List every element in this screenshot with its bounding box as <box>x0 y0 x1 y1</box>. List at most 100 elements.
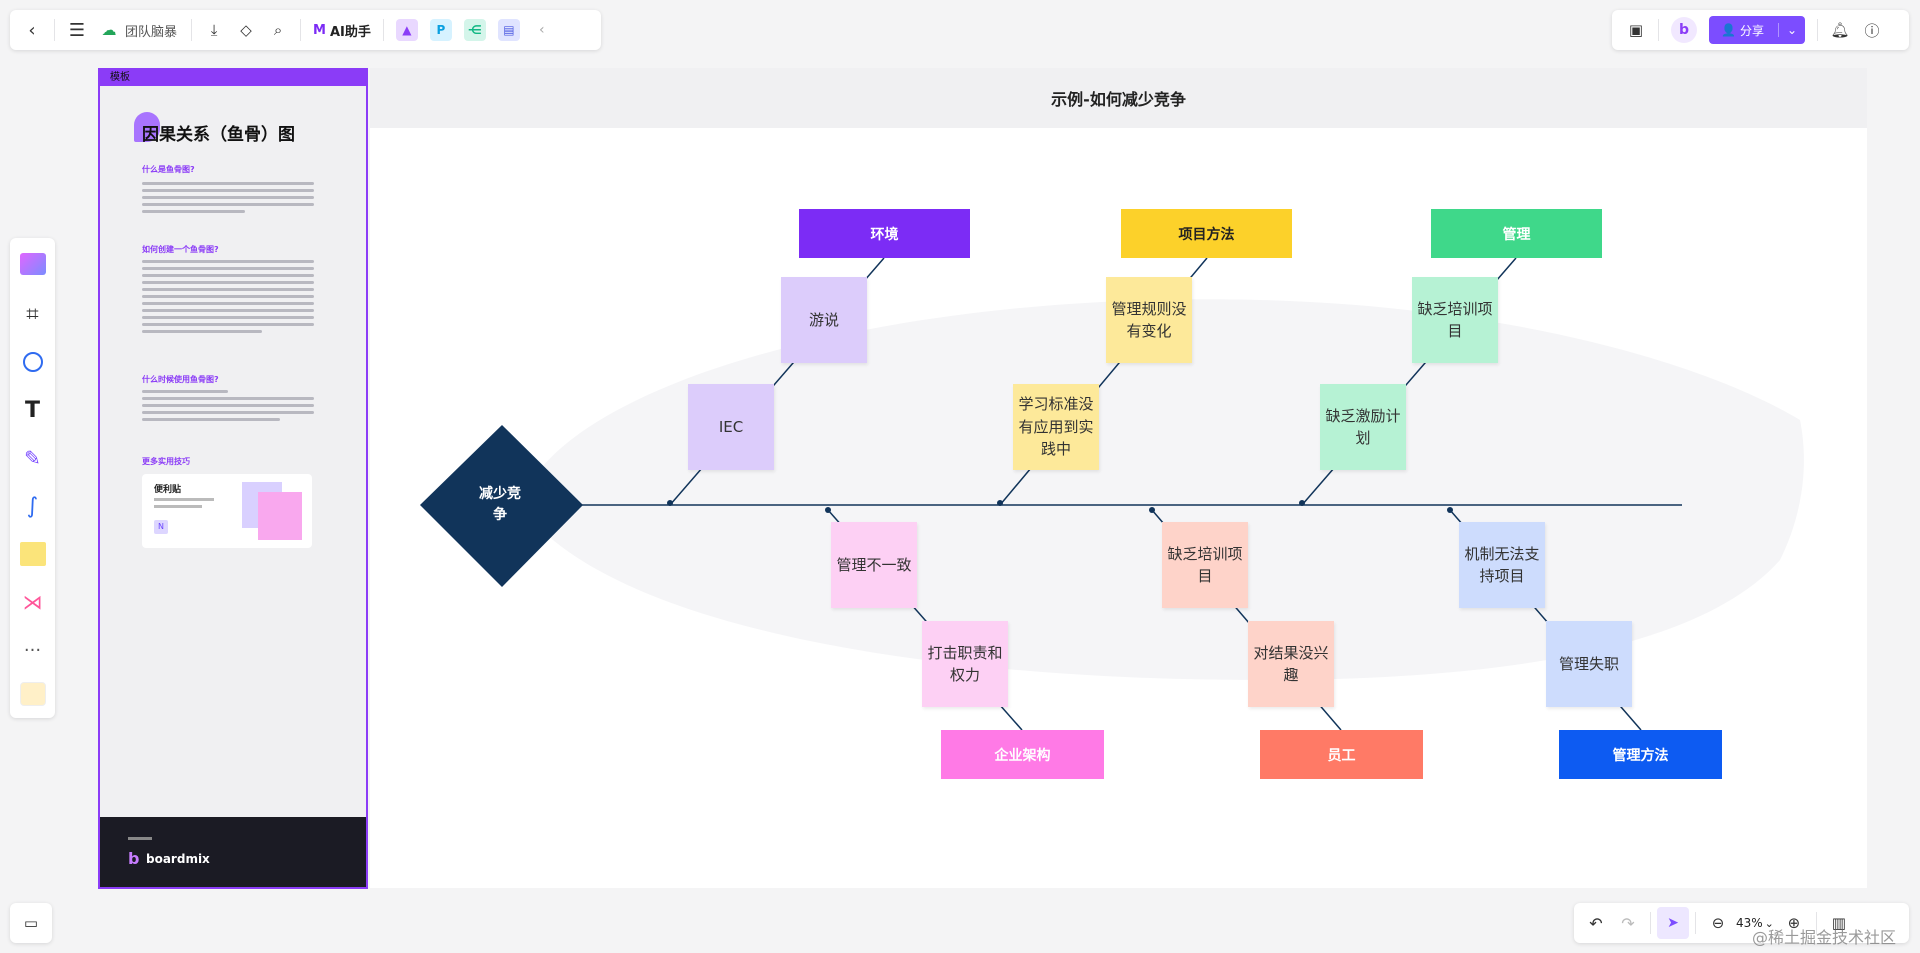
cloud-sync-icon: ☁ <box>101 21 117 39</box>
sticky-note-card[interactable]: 便利贴 N <box>142 474 312 548</box>
divider <box>1658 19 1659 41</box>
undo-icon[interactable]: ↶ <box>1589 913 1603 933</box>
divider <box>1817 19 1819 41</box>
ai-assistant-button[interactable]: M AI助手 <box>307 21 377 40</box>
collapse-chevron-icon[interactable]: ‹ <box>539 22 545 38</box>
redo-icon[interactable]: ↷ <box>1621 913 1635 933</box>
bottom-right-toolbar: ↶ ↷ ➤ ⊖ 43% ⌄ ⊕ ▥ <box>1574 903 1909 943</box>
divider <box>1695 912 1696 934</box>
avatar[interactable]: b <box>1671 17 1697 43</box>
bone-joint <box>997 500 1003 506</box>
sticky-note[interactable]: IEC <box>688 384 774 470</box>
category-project-method[interactable]: 项目方法 <box>1121 209 1292 258</box>
chevron-down-icon[interactable]: ⌄ <box>1777 23 1805 37</box>
tool-rail: ⌗ T ✎ ∫ ⋊ ··· <box>10 238 55 718</box>
comment-icon[interactable]: ▤ <box>497 19 520 41</box>
category-management[interactable]: 管理 <box>1431 209 1602 258</box>
search-icon[interactable]: ⌕ <box>273 21 283 39</box>
divider <box>382 19 384 41</box>
book-icon[interactable]: ▥ <box>1831 914 1846 932</box>
sticky-note[interactable]: 缺乏激励计划 <box>1320 384 1406 470</box>
category-management-method[interactable]: 管理方法 <box>1559 730 1722 779</box>
bone-joint <box>667 500 673 506</box>
bone-joint <box>1149 507 1155 513</box>
plugin-icon[interactable] <box>10 674 55 714</box>
zoom-level[interactable]: 43% <box>1736 916 1763 930</box>
mindmap-tool-icon[interactable]: ⋊ <box>22 590 43 614</box>
connector-icon[interactable]: ∫ <box>26 493 39 519</box>
image-ai-icon[interactable]: ▲ <box>395 19 418 41</box>
text-icon[interactable]: T <box>24 397 40 423</box>
divider <box>1650 912 1651 934</box>
team-name[interactable]: 团队脑暴 <box>125 24 178 40</box>
card-badge: N <box>154 520 168 534</box>
help-icon[interactable]: ⓘ <box>1864 21 1880 40</box>
section-text <box>142 182 314 217</box>
user-add-icon: 👤 <box>1721 23 1736 37</box>
template-title: 因果关系（鱼骨）图 <box>142 125 295 145</box>
more-icon[interactable]: ··· <box>23 639 42 661</box>
sticky-note[interactable]: 管理规则没有变化 <box>1106 277 1192 363</box>
top-right-toolbar: ▣ b 👤 分享 ⌄ 🔔︎ ⓘ <box>1612 10 1909 50</box>
bone-joint <box>1447 507 1453 513</box>
section-text <box>142 390 314 425</box>
sticky-note[interactable]: 机制无法支持项目 <box>1459 522 1545 608</box>
template-panel[interactable]: 模板 因果关系（鱼骨）图 什么是鱼骨图? 如何创建一个鱼骨图? 什么时候使用鱼骨… <box>98 68 368 889</box>
menu-icon[interactable]: ☰ <box>68 19 86 41</box>
share-button[interactable]: 👤 分享 ⌄ <box>1709 16 1806 44</box>
sticky-note[interactable]: 打击职责和权力 <box>922 621 1008 707</box>
zoom-chevron-icon[interactable]: ⌄ <box>1764 916 1774 930</box>
map-icon[interactable]: ▭ <box>23 914 39 932</box>
sticky-note[interactable]: 对结果没兴趣 <box>1248 621 1334 707</box>
frame-icon[interactable]: ⌗ <box>26 301 39 327</box>
bell-icon[interactable]: 🔔︎ <box>1830 21 1850 39</box>
card-preview <box>258 492 302 540</box>
tag-icon[interactable]: ◇ <box>240 21 252 39</box>
bone-joint <box>825 507 831 513</box>
back-icon[interactable]: ‹ <box>28 19 36 41</box>
template-tag: 模板 <box>100 70 366 86</box>
template-icon[interactable] <box>10 244 55 284</box>
divider <box>54 19 55 41</box>
sticky-note[interactable]: 管理失职 <box>1546 621 1632 707</box>
ai-assistant-label: AI助手 <box>329 24 371 40</box>
sticky-note[interactable]: 管理不一致 <box>831 522 917 608</box>
category-org-structure[interactable]: 企业架构 <box>941 730 1104 779</box>
card-text <box>154 498 214 508</box>
card-title: 便利贴 <box>154 485 182 495</box>
fish-head-diamond <box>420 425 583 587</box>
divider <box>1815 912 1817 934</box>
mindmap-icon[interactable]: ⋲ <box>463 19 486 41</box>
divider <box>191 19 193 41</box>
category-staff[interactable]: 员工 <box>1260 730 1423 779</box>
sticky-note[interactable]: 缺乏培训项目 <box>1412 277 1498 363</box>
section-heading: 什么时候使用鱼骨图? <box>142 375 219 384</box>
sticky-note[interactable]: 学习标准没有应用到实践中 <box>1013 384 1099 470</box>
download-icon[interactable]: ⤓ <box>210 21 218 39</box>
pen-icon[interactable]: ✎ <box>24 446 41 470</box>
ai-logo-icon: M <box>313 22 326 38</box>
briefcase-icon[interactable]: ▣ <box>1628 21 1644 39</box>
watermark: @稀土掘金技术社区 <box>1752 928 1897 947</box>
zoom-in-icon[interactable]: ⊕ <box>1787 914 1801 932</box>
zoom-out-icon[interactable]: ⊖ <box>1711 914 1725 932</box>
select-cursor-icon[interactable]: ➤ <box>1657 907 1689 939</box>
share-label: 分享 <box>1739 23 1764 38</box>
sticky-note-icon[interactable] <box>10 534 55 574</box>
sticky-note[interactable]: 缺乏培训项目 <box>1162 522 1248 608</box>
template-logo-icon <box>134 112 160 142</box>
category-environment[interactable]: 环境 <box>799 209 970 258</box>
footer-text <box>128 837 152 840</box>
frame-title: 示例-如何减少竞争 <box>370 68 1867 128</box>
section-text <box>142 260 314 337</box>
section-heading: 如何创建一个鱼骨图? <box>142 245 219 254</box>
divider <box>300 19 302 41</box>
footer-brand: boardmix <box>146 852 210 866</box>
section-heading: 什么是鱼骨图? <box>142 165 195 174</box>
presentation-icon[interactable]: P <box>429 19 452 41</box>
sticky-note[interactable]: 游说 <box>781 277 867 363</box>
fish-head-label[interactable]: 减少竞争 <box>479 486 521 523</box>
top-left-toolbar: ‹ ☰ ☁ 团队脑暴 ⤓ ◇ ⌕ M AI助手 ▲ P ⋲ ▤ ‹ <box>10 10 601 50</box>
shape-icon[interactable] <box>10 342 55 382</box>
